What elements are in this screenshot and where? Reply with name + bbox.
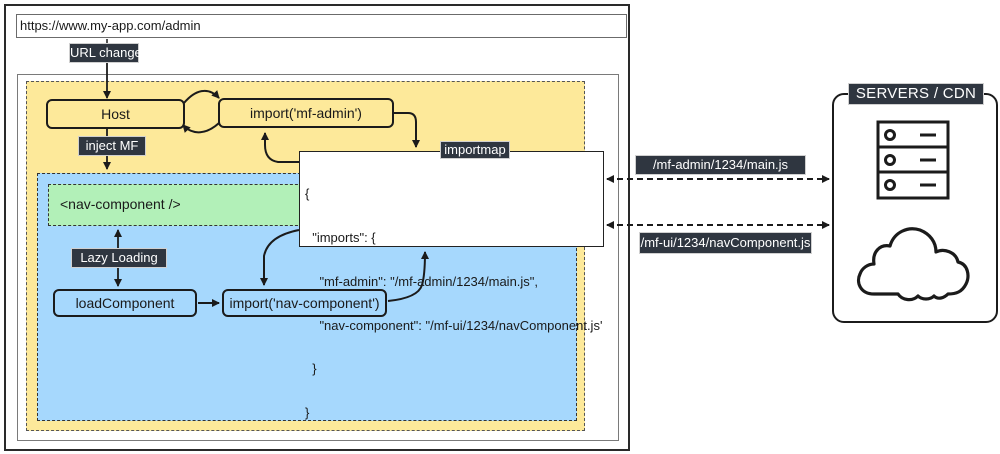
request-path-main: /mf-admin/1234/main.js: [635, 155, 806, 175]
importmap-line: "mf-admin": "/mf-admin/1234/main.js",: [305, 273, 539, 289]
servers-cdn-title: SERVERS / CDN: [848, 83, 984, 105]
url-changed-label: URL changed: [69, 43, 149, 63]
cloud-icon: [856, 227, 970, 302]
import-nav-component-node[interactable]: import('nav-component'): [222, 289, 387, 317]
importmap-line: }: [305, 405, 310, 421]
load-component-node[interactable]: loadComponent: [53, 289, 197, 317]
importmap-title: importmap: [440, 141, 510, 159]
inject-mf-label: inject MF: [78, 136, 146, 156]
lazy-loading-label: Lazy Loading: [71, 248, 167, 268]
importmap-line: "nav-component": "/mf-ui/1234/navCompone…: [305, 317, 603, 333]
importmap-box: { "imports": { "mf-admin": "/mf-admin/12…: [299, 151, 604, 420]
importmap-line: }: [305, 361, 317, 377]
nav-component-label: <nav-component />: [60, 196, 181, 212]
importmap-line: "imports": {: [305, 229, 376, 245]
nav-component-zone: <nav-component />: [48, 184, 308, 226]
import-mf-admin-node[interactable]: import('mf-admin'): [218, 98, 394, 128]
url-bar[interactable]: https://www.my-app.com/admin: [16, 14, 627, 38]
request-path-nav: /mf-ui/1234/navComponent.js: [639, 232, 812, 254]
server-rack-icon: [876, 120, 950, 200]
importmap-line: {: [305, 186, 310, 202]
host-node[interactable]: Host: [46, 99, 185, 129]
